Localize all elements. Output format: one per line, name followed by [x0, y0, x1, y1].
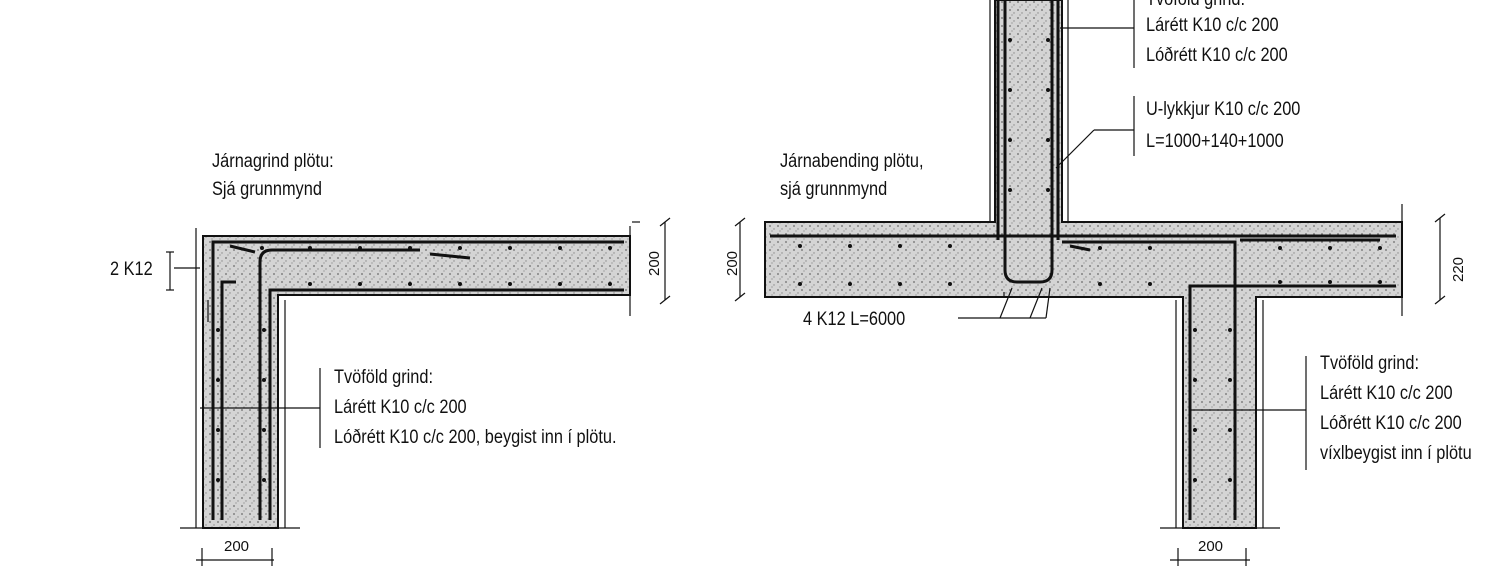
- right-junction-detail: [734, 0, 1446, 566]
- left-grid-title: Tvöföld grind:: [334, 367, 434, 388]
- slab-reinforcement-note-line1: Járnagrind plötu:: [212, 151, 334, 172]
- left-slab-dimension: 200: [646, 250, 663, 276]
- left-corner-detail: [166, 217, 671, 566]
- top-grid-horizontal: Lárétt K10 c/c 200: [1146, 15, 1279, 36]
- bottom-grid-title: Tvöföld grind:: [1320, 353, 1420, 374]
- right-rebar: [770, 0, 1396, 520]
- u-bars-length: L=1000+140+1000: [1146, 131, 1284, 152]
- left-bar-dots: [216, 246, 612, 482]
- u-bars-label: U-lykkjur K10 c/c 200: [1146, 99, 1301, 120]
- right-bar-dots: [798, 38, 1382, 482]
- top-grid-title: Tvöföld grind:: [1146, 0, 1245, 12]
- right-slab-note-line2: sjá grunnmynd: [780, 179, 888, 200]
- right-lines: [734, 0, 1446, 566]
- right-right-slab-dimension: 220: [1450, 256, 1467, 282]
- bottom-grid-horizontal: Lárétt K10 c/c 200: [1320, 383, 1453, 404]
- left-rebar: [211, 240, 624, 520]
- long-bars-label: 4 K12 L=6000: [803, 309, 906, 330]
- bottom-grid-note: víxlbeygist inn í plötu: [1320, 443, 1472, 464]
- right-left-slab-dimension: 200: [724, 250, 741, 276]
- left-wall-dimension: 200: [224, 538, 250, 555]
- corner-bars-label: 2 K12: [110, 259, 153, 280]
- slab-reinforcement-note-line2: Sjá grunnmynd: [212, 179, 322, 200]
- left-grid-horizontal: Lárétt K10 c/c 200: [334, 397, 467, 418]
- left-grid-vertical: Lóðrétt K10 c/c 200, beygist inn í plötu…: [334, 427, 617, 448]
- bottom-grid-vertical: Lóðrétt K10 c/c 200: [1320, 413, 1462, 434]
- left-lines: [166, 217, 671, 566]
- right-slab-note-line1: Járnabending plötu,: [780, 151, 924, 172]
- top-grid-vertical: Lóðrétt K10 c/c 200: [1146, 45, 1288, 66]
- right-wall-dimension: 200: [1198, 538, 1224, 555]
